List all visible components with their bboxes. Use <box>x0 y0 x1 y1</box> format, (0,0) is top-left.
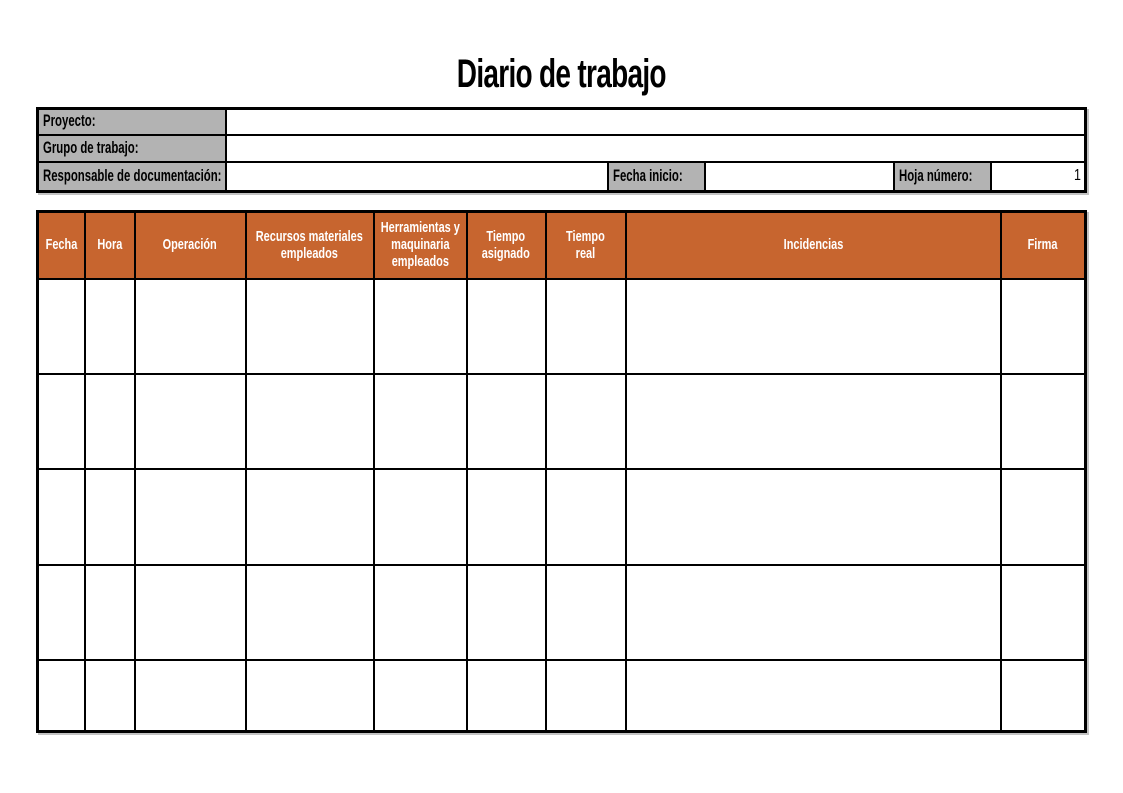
fecha-inicio-value-cell[interactable] <box>703 160 895 193</box>
proyecto-value-cell[interactable] <box>224 107 1087 136</box>
col-header-fecha-text: Fecha <box>45 236 78 254</box>
table-cell[interactable] <box>544 372 627 470</box>
table-cell[interactable] <box>544 277 627 375</box>
col-header-incidencias: Incidencias <box>624 210 1002 280</box>
table-cell[interactable] <box>244 277 375 375</box>
table-cell[interactable] <box>465 277 547 375</box>
info-table: Proyecto: Grupo de trabajo: Responsable … <box>36 107 1088 193</box>
table-cell[interactable] <box>999 372 1087 470</box>
responsable-label-cell: Responsable de documentación: <box>36 160 227 193</box>
table-cell[interactable] <box>999 658 1087 733</box>
table-cell[interactable] <box>372 467 468 566</box>
table-cell[interactable] <box>372 658 468 733</box>
table-cell[interactable] <box>465 467 547 566</box>
col-header-incidencias-text: Incidencias <box>783 236 843 254</box>
table-cell[interactable] <box>244 658 375 733</box>
table-cell[interactable] <box>133 277 247 375</box>
proyecto-label-cell: Proyecto: <box>36 107 227 136</box>
col-header-herramientas-text: Herramientas y maquinaria empleados <box>380 219 460 271</box>
col-header-firma-text: Firma <box>1027 236 1058 254</box>
table-cell[interactable] <box>465 658 547 733</box>
col-header-recursos-text: Recursos materiales empleados <box>255 227 364 262</box>
table-cell[interactable] <box>36 467 86 566</box>
col-header-tiempo-real: Tiempo real <box>544 210 627 280</box>
table-cell[interactable] <box>83 277 136 375</box>
table-header-row: Fecha Hora Operación Recursos materiales… <box>36 210 1087 280</box>
table-cell[interactable] <box>624 277 1002 375</box>
hoja-numero-label: Hoja número: <box>898 165 972 185</box>
table-row <box>36 658 1087 733</box>
table-cell[interactable] <box>999 563 1087 661</box>
table-cell[interactable] <box>83 563 136 661</box>
page-title-text: Diario de trabajo <box>456 52 667 96</box>
col-header-tiempo-real-text: Tiempo real <box>566 227 605 262</box>
table-cell[interactable] <box>624 563 1002 661</box>
col-header-herramientas: Herramientas y maquinaria empleados <box>372 210 468 280</box>
table-cell[interactable] <box>372 563 468 661</box>
table-cell[interactable] <box>133 658 247 733</box>
table-cell[interactable] <box>83 658 136 733</box>
table-cell[interactable] <box>244 467 375 566</box>
table-cell[interactable] <box>36 277 86 375</box>
table-cell[interactable] <box>133 467 247 566</box>
hoja-numero-value-cell[interactable]: 1 <box>989 160 1087 193</box>
table-cell[interactable] <box>36 563 86 661</box>
info-row-proyecto: Proyecto: <box>36 107 1087 136</box>
col-header-hora-text: Hora <box>97 236 122 254</box>
table-row <box>36 372 1087 470</box>
table-cell[interactable] <box>544 563 627 661</box>
table-cell[interactable] <box>133 563 247 661</box>
responsable-label: Responsable de documentación: <box>43 165 222 185</box>
grupo-value-cell[interactable] <box>224 133 1087 163</box>
proyecto-label: Proyecto: <box>43 111 96 131</box>
fecha-inicio-label: Fecha inicio: <box>612 165 683 185</box>
table-cell[interactable] <box>83 372 136 470</box>
table-cell[interactable] <box>244 563 375 661</box>
table-cell[interactable] <box>999 277 1087 375</box>
fecha-inicio-label-cell: Fecha inicio: <box>606 160 706 193</box>
table-cell[interactable] <box>624 372 1002 470</box>
table-cell[interactable] <box>372 277 468 375</box>
info-row-responsable: Responsable de documentación: Fecha inic… <box>36 160 1087 193</box>
col-header-operacion-text: Operación <box>162 236 218 254</box>
col-header-firma: Firma <box>999 210 1087 280</box>
table-cell[interactable] <box>36 372 86 470</box>
table-cell[interactable] <box>36 658 86 733</box>
col-header-hora: Hora <box>83 210 136 280</box>
table-row <box>36 467 1087 566</box>
table-cell[interactable] <box>544 467 627 566</box>
info-row-grupo: Grupo de trabajo: <box>36 133 1087 163</box>
page-title: Diario de trabajo <box>0 54 1123 95</box>
table-row <box>36 277 1087 375</box>
table-cell[interactable] <box>624 467 1002 566</box>
grupo-label: Grupo de trabajo: <box>43 137 139 157</box>
col-header-tiempo-asignado: Tiempo asignado <box>465 210 547 280</box>
work-diary-table: Fecha Hora Operación Recursos materiales… <box>36 210 1087 733</box>
col-header-operacion: Operación <box>133 210 247 280</box>
table-cell[interactable] <box>465 563 547 661</box>
table-cell[interactable] <box>133 372 247 470</box>
table-cell[interactable] <box>372 372 468 470</box>
grupo-label-cell: Grupo de trabajo: <box>36 133 227 163</box>
col-header-fecha: Fecha <box>36 210 86 280</box>
table-row <box>36 563 1087 661</box>
hoja-numero-value: 1 <box>1074 167 1082 185</box>
table-cell[interactable] <box>624 658 1002 733</box>
col-header-recursos: Recursos materiales empleados <box>244 210 375 280</box>
table-cell[interactable] <box>999 467 1087 566</box>
table-cell[interactable] <box>544 658 627 733</box>
table-cell[interactable] <box>83 467 136 566</box>
responsable-value-cell[interactable] <box>224 160 609 193</box>
hoja-numero-label-cell: Hoja número: <box>892 160 992 193</box>
col-header-tiempo-asignado-text: Tiempo asignado <box>481 227 531 262</box>
table-cell[interactable] <box>244 372 375 470</box>
table-cell[interactable] <box>465 372 547 470</box>
